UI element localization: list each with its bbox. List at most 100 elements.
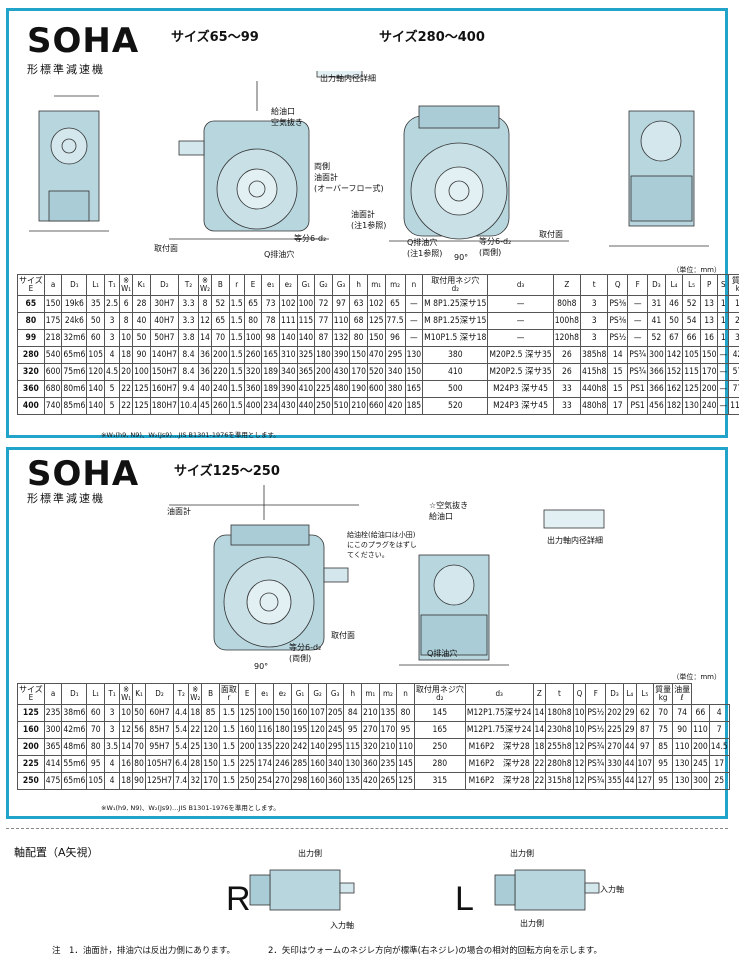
table-cell: 65 (17, 295, 45, 313)
table-cell: PS½ (585, 721, 607, 739)
table-cell: — (717, 346, 730, 364)
table-cell: 7 (708, 721, 730, 739)
holes-label: 等分6-d₂ (両側) (289, 643, 322, 663)
table-cell: 145 (396, 755, 415, 773)
table-cell: 95 (343, 721, 363, 739)
table-cell: 14 (532, 721, 547, 739)
table-cell: 600 (366, 380, 386, 398)
table-cell: 160 (290, 704, 310, 722)
table-cell: 115 (343, 738, 363, 756)
column-header: m₂ (384, 274, 406, 296)
column-header: E (243, 274, 263, 296)
table-cell: M 8P1.25深サ15 (422, 295, 489, 313)
table-cell: 22 (532, 755, 547, 773)
column-header: e₁ (261, 274, 280, 296)
table-cell: 1.5 (218, 704, 239, 722)
table-cell: — (717, 363, 730, 381)
table-cell: 225 (314, 380, 333, 398)
column-header: D₃ (605, 683, 624, 705)
table-cell: 33 (552, 380, 582, 398)
table-cell: 189 (261, 363, 280, 381)
table-cell: 150 (349, 346, 368, 364)
table-cell: 75m6 (61, 363, 88, 381)
column-header: G₃ (325, 683, 345, 705)
table-cell: 19k6 (61, 295, 88, 313)
table-cell: 3 (579, 329, 609, 347)
axis-arrangement-drawings (249, 869, 600, 911)
column-header: L₅ (682, 274, 701, 296)
table-cell: 360 (17, 380, 45, 398)
table-cell: 4 (103, 346, 121, 364)
oil-gauge-label: 油面計 (167, 507, 191, 516)
table-cell: 365 (296, 363, 316, 381)
table-cell: 315h8 (545, 772, 574, 790)
table-cell: 235 (378, 755, 398, 773)
table-cell: 225 (605, 721, 624, 739)
table-cell: M 8P1.25深サ15 (422, 312, 489, 330)
table-cell: 180h8 (545, 704, 574, 722)
table-cell: 116 (255, 721, 275, 739)
table-cell: 162 (664, 380, 684, 398)
table-cell: PS¾ (627, 363, 649, 381)
column-header: ※ W₂ (198, 274, 213, 296)
table-cell: 520 (366, 363, 386, 381)
table-cell: 52 (647, 329, 666, 347)
table-cell: 120 (308, 721, 327, 739)
table-cell: 130 (682, 397, 701, 415)
column-header: Q (572, 683, 587, 705)
table-cell: 45 (198, 397, 213, 415)
table-cell: 29 (622, 704, 637, 722)
column-header: F (627, 274, 649, 296)
column-header: 取付用ネジ穴 d₂ (413, 683, 466, 705)
table-cell: 7.4 (173, 772, 190, 790)
table-cell: 110 (396, 738, 415, 756)
column-header: G₁ (296, 274, 316, 296)
table-cell: 3 (103, 312, 121, 330)
table-cell: 125 (237, 704, 257, 722)
table-cell: 50 (132, 704, 146, 722)
table-cell: 107 (308, 704, 327, 722)
table-cell: 1.5 (228, 346, 245, 364)
column-header: S (717, 274, 730, 296)
column-header: T₂ (173, 683, 190, 705)
size-range-label: サイズ65～99 (171, 30, 259, 45)
table-cell: 1 (717, 329, 730, 347)
mount-face-label-2: 取付面 (539, 230, 563, 239)
vent-label: ☆空気抜き 給油口 (429, 501, 469, 521)
table-cell: 300 (647, 346, 666, 364)
table-cell: 18 (188, 704, 203, 722)
table-note: ※W₁(h9, N9)、W₂(Js9)…JIS B1301-1976を準用としま… (101, 431, 280, 439)
table-cell: 260 (243, 346, 263, 364)
column-header: ※ W₁ (119, 683, 134, 705)
table-cell: 33 (552, 397, 582, 415)
table-cell: 140 (308, 738, 327, 756)
column-header: K₁ (132, 683, 146, 705)
table-cell: 320 (243, 363, 263, 381)
column-header: n (396, 683, 415, 705)
table-cell: 44 (622, 755, 637, 773)
column-header: E (237, 683, 257, 705)
table-cell: 170 (378, 721, 398, 739)
table-cell: 202 (605, 704, 624, 722)
table-cell: 125 (132, 397, 151, 415)
table-cell: 280h8 (545, 755, 574, 773)
table-cell: 85m6 (61, 397, 88, 415)
table-cell: — (627, 329, 649, 347)
table-cell: M16P2 深サ28 (464, 772, 534, 790)
column-header: n (404, 274, 424, 296)
table-cell: 130 (404, 346, 424, 364)
table-cell: 35 (86, 295, 105, 313)
table-cell: 87 (314, 329, 333, 347)
table-cell: 420 (384, 397, 406, 415)
table-cell: M24P3 深サ45 (487, 397, 554, 415)
table-cell: 280 (17, 346, 45, 364)
table-cell: 200 (699, 380, 719, 398)
table-cell: 65m6 (61, 346, 88, 364)
table-cell: 110 (331, 312, 351, 330)
table-cell: 770 (728, 380, 739, 398)
table-cell: 250 (237, 772, 257, 790)
table-cell: 70 (211, 329, 230, 347)
input-shaft-label: 入力軸 (330, 921, 354, 930)
table-cell: 10 (572, 721, 587, 739)
table-cell: 195 (290, 721, 310, 739)
